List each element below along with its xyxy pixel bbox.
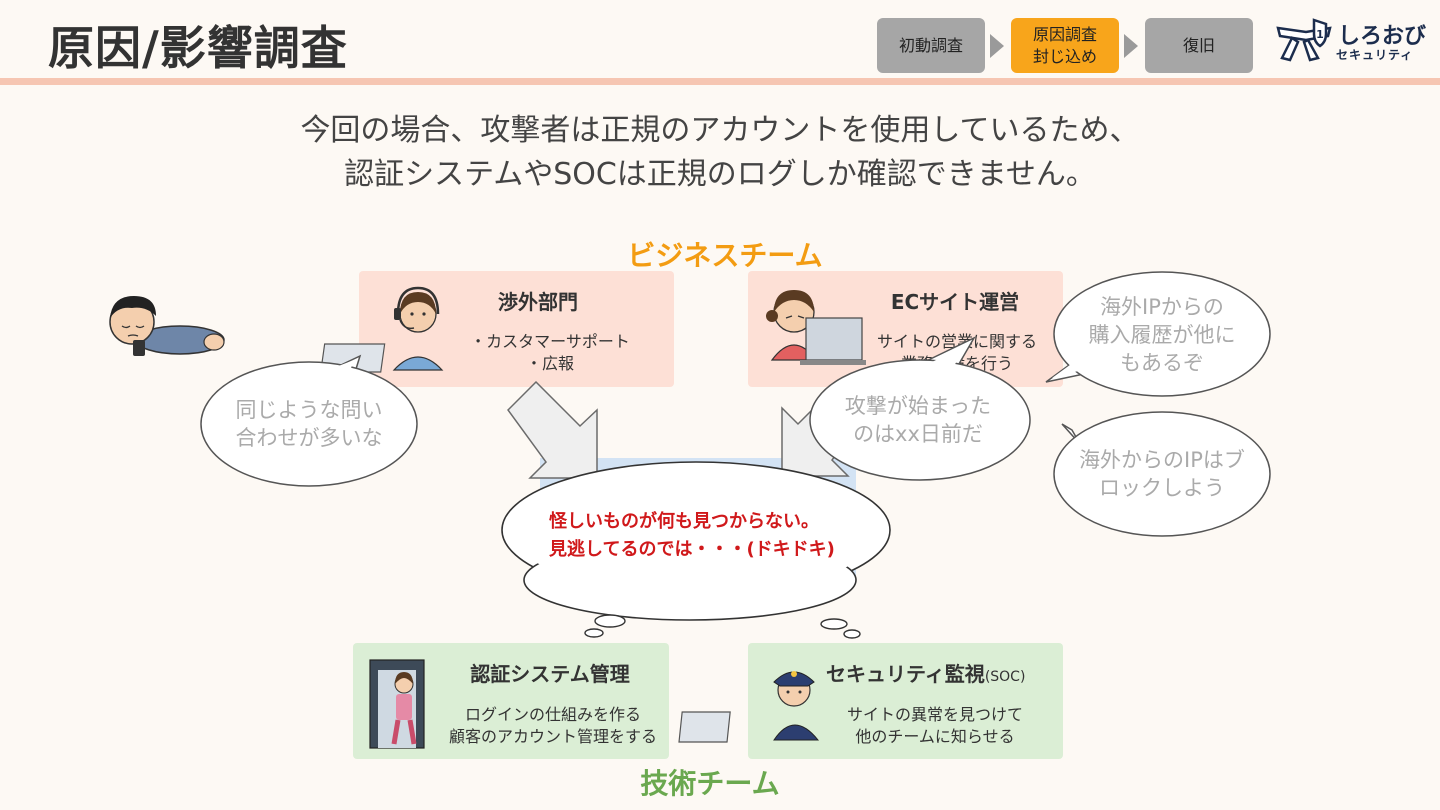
step-label: 原因調査 bbox=[1032, 24, 1097, 44]
header-divider bbox=[0, 78, 1440, 85]
bubble-block-text: 海外からのIPはブ ロックしよう bbox=[1064, 444, 1260, 504]
speech-bubble-inquiry bbox=[200, 354, 418, 487]
thought-line: 見逃してるのでは・・・(ドキドキ) bbox=[549, 539, 835, 560]
step-initial-investigation: 初動調査 bbox=[877, 18, 985, 73]
arrow-down-right-icon bbox=[507, 380, 598, 479]
svg-text:1: 1 bbox=[1316, 28, 1324, 41]
desc-line: ・カスタマーサポート bbox=[470, 332, 630, 351]
thought-line: 怪しいものが何も見つからない。 bbox=[549, 511, 819, 532]
ec-site-title: ECサイト運営 bbox=[890, 290, 1020, 314]
logo-text: しろおび bbox=[1338, 24, 1427, 49]
soc-title-text: セキュリティ監視 bbox=[826, 662, 985, 686]
step-recovery: 復旧 bbox=[1145, 18, 1253, 73]
soc-title-suffix: (SOC) bbox=[984, 669, 1026, 685]
speech-bubble-block bbox=[1053, 411, 1271, 537]
overseas-dept-title: 渉外部門 bbox=[498, 290, 578, 314]
desc-line: 他のチームに知らせる bbox=[855, 727, 1015, 746]
bubble-line: 同じような問い bbox=[235, 398, 383, 422]
bubble-purchase-text: 海外IPからの 購入履歴が他に もあるぞ bbox=[1064, 290, 1260, 380]
soc-officer-icon bbox=[678, 671, 820, 743]
bubble-line: もあるぞ bbox=[1120, 351, 1204, 375]
thought-cloud bbox=[501, 461, 891, 639]
bubble-line: 合わせが多いな bbox=[235, 426, 383, 450]
speech-bubble-attack-start bbox=[809, 336, 1031, 481]
bubble-line: 購入履歴が他に bbox=[1088, 323, 1236, 347]
bubble-line: 海外からのIPはブ bbox=[1079, 448, 1245, 472]
desc-line: ・広報 bbox=[525, 354, 574, 373]
thought-text: 怪しいものが何も見つからない。 見逃してるのでは・・・(ドキドキ) bbox=[549, 508, 869, 564]
speech-bubble-purchase bbox=[1045, 271, 1271, 397]
desc-line: ログインの仕組みを作る bbox=[464, 705, 641, 724]
step-arrow-icon bbox=[990, 34, 1004, 58]
step-label: 復旧 bbox=[1182, 35, 1215, 55]
bubble-line: のはxx日前だ bbox=[853, 422, 983, 446]
lead-line-2: 認証システムやSOCは正規のログしか確認できません。 bbox=[344, 157, 1096, 192]
bubble-line: ロックしよう bbox=[1099, 476, 1225, 500]
bubble-attack-start-text: 攻撃が始まった のはxx日前だ bbox=[818, 388, 1018, 452]
auth-system-desc: ログインの仕組みを作る 顧客のアカウント管理をする bbox=[436, 704, 670, 748]
bubble-line: 海外IPからの bbox=[1100, 295, 1224, 319]
bubble-inquiry-text: 同じような問い 合わせが多いな bbox=[210, 392, 408, 456]
overseas-dept-desc: ・カスタマーサポート ・広報 bbox=[455, 331, 645, 375]
step-cause-investigation: 原因調査 封じ込め bbox=[1011, 18, 1119, 73]
support-operator-icon bbox=[320, 286, 444, 373]
step-label: 初動調査 bbox=[898, 35, 963, 55]
soc-title: セキュリティ監視(SOC) bbox=[826, 658, 1056, 687]
tech-team-label: 技術チーム bbox=[640, 767, 780, 800]
security-gate-icon bbox=[369, 659, 425, 749]
desc-line: サイトの異常を見つけて bbox=[846, 705, 1023, 724]
page-title: 原因/影響調査 bbox=[48, 21, 348, 75]
lead-line-1: 今回の場合、攻撃者は正規のアカウントを使用しているため、 bbox=[300, 113, 1140, 148]
ec-operator-icon bbox=[766, 290, 866, 365]
step-arrow-icon bbox=[1124, 34, 1138, 58]
soc-desc: サイトの異常を見つけて 他のチームに知らせる bbox=[830, 704, 1040, 748]
business-team-label: ビジネスチーム bbox=[627, 239, 823, 272]
belt-shield-icon: 1 bbox=[1276, 18, 1332, 62]
auth-system-title: 認証システム管理 bbox=[470, 662, 630, 686]
desc-line: 顧客のアカウント管理をする bbox=[448, 727, 657, 746]
logo-subtext: セキュリティ bbox=[1336, 48, 1414, 62]
step-label: 封じ込め bbox=[1032, 46, 1097, 66]
bubble-line: 攻撃が始まった bbox=[844, 394, 992, 418]
lying-person-icon bbox=[109, 296, 225, 356]
desc-line: サイトの営業に関する bbox=[876, 332, 1037, 351]
